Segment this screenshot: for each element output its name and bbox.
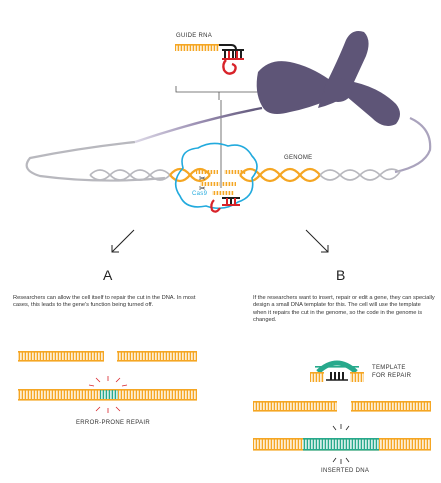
chromosome — [256, 31, 400, 126]
genome-loop-left — [25, 140, 166, 182]
panel-a-cut-dna — [18, 351, 197, 362]
panel-a-repair-label: ERROR-PRONE REPAIR — [76, 420, 150, 426]
cas9-protein — [174, 142, 258, 210]
svg-text:✂: ✂ — [199, 174, 206, 183]
svg-text:✂: ✂ — [199, 184, 206, 193]
panel-b-letter: B — [336, 267, 346, 283]
panel-b-template — [310, 360, 364, 382]
bracket — [175, 86, 263, 93]
genome-helix-right — [319, 168, 401, 181]
genome-label: GENOME — [284, 155, 313, 161]
genome-helix-left — [89, 169, 171, 181]
genome-loop-right — [394, 116, 432, 174]
arrow-to-a — [111, 229, 135, 253]
panel-b-text: If the researchers want to insert, repai… — [253, 295, 435, 324]
template-label-line2: FOR REPAIR — [372, 373, 412, 379]
cas9-label: Cas9 — [192, 191, 208, 197]
template-label-line1: TEMPLATE — [372, 365, 406, 371]
panel-b-inserted-dna — [253, 424, 431, 464]
guide-rna-label: GUIDE RNA — [176, 33, 213, 39]
panel-a-text: Researchers can allow the cell itself to… — [13, 295, 196, 309]
cut-dna: ✂ ✂ — [196, 170, 246, 213]
panel-a-letter: A — [103, 267, 113, 283]
arrow-to-b — [305, 229, 329, 253]
genome-to-chromosome — [134, 106, 263, 144]
inserted-dna-label: INSERTED DNA — [321, 468, 370, 474]
panel-a-repaired-dna — [18, 376, 197, 413]
guide-rna — [175, 44, 244, 75]
panel-b-cut-dna — [253, 401, 431, 412]
